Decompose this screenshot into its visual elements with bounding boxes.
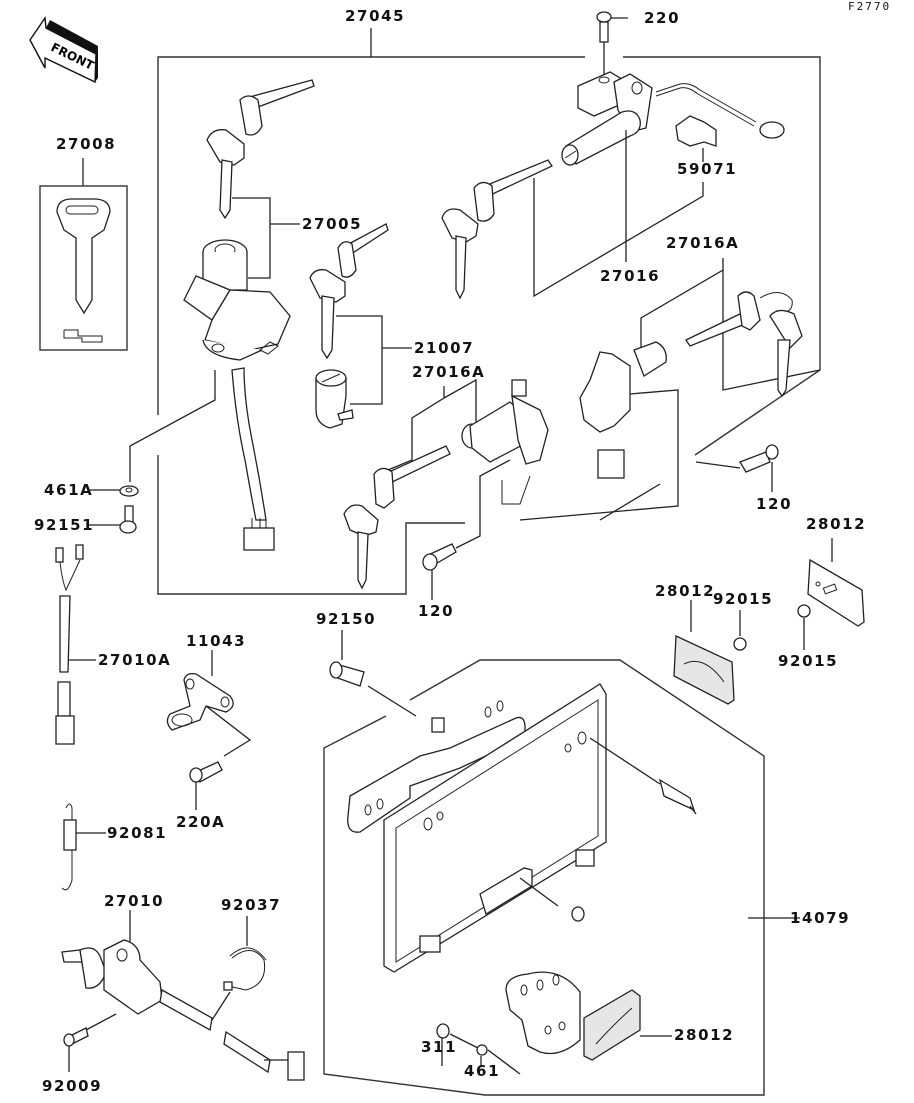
ignition-switch-27005 (183, 239, 291, 551)
label-27005: 27005 (302, 215, 363, 233)
seat-lock-27016 (533, 11, 785, 298)
bolt-92151 (88, 505, 137, 534)
label-27016: 27016 (600, 267, 661, 285)
label-21007: 21007 (414, 339, 475, 357)
nut-311 (436, 1023, 479, 1066)
label-59071: 59071 (677, 160, 738, 178)
switch-27010 (61, 910, 305, 1081)
screw-92009 (63, 1013, 117, 1072)
label-27016A-left: 27016A (412, 363, 486, 381)
bolt-120-right (695, 444, 779, 492)
label-120-right: 120 (756, 495, 793, 513)
label-311: 311 (421, 1038, 458, 1056)
helmet-lock-27016A-left (343, 378, 549, 590)
label-461A: 461A (44, 481, 94, 499)
license-bracket-14079 (323, 659, 800, 1096)
label-27010A: 27010A (98, 651, 172, 669)
key-pair-27016 (441, 159, 553, 300)
label-461: 461 (464, 1062, 501, 1080)
key-pair-27005 (206, 79, 315, 279)
front-arrow-icon: FRONT (29, 16, 98, 84)
label-27016A-right: 27016A (666, 234, 740, 252)
label-11043: 11043 (186, 632, 247, 650)
label-28012-bottom: 28012 (674, 1026, 735, 1044)
spring-92081 (61, 803, 106, 891)
label-92151: 92151 (34, 516, 95, 534)
bolt-120-left (422, 543, 457, 600)
label-92009: 92009 (42, 1077, 103, 1095)
label-27008: 27008 (56, 135, 117, 153)
nut-92015-right (797, 604, 811, 650)
clamp-92037 (211, 916, 267, 1021)
blank-key-27008 (39, 158, 128, 351)
label-220: 220 (644, 9, 681, 27)
washer-461A (88, 485, 139, 497)
label-92015-right: 92015 (778, 652, 839, 670)
leader-461A (129, 370, 216, 482)
label-28012-mid: 28012 (655, 582, 716, 600)
assembly-frame-27045 (157, 28, 821, 595)
label-27010: 27010 (104, 892, 165, 910)
reflector-28012-bottom (583, 989, 672, 1061)
bracket-11043 (166, 650, 252, 810)
reflector-28012-top (807, 538, 865, 627)
label-92081: 92081 (107, 824, 168, 842)
label-120-left: 120 (418, 602, 455, 620)
helmet-lock-27016A-right (519, 258, 821, 521)
bolt-92150 (329, 630, 417, 717)
label-220A: 220A (176, 813, 226, 831)
label-27045: 27045 (345, 7, 406, 25)
label-92015-mid: 92015 (713, 590, 774, 608)
nut-92015-mid (733, 610, 747, 651)
label-92150: 92150 (316, 610, 377, 628)
figure-id: F2770 (848, 0, 892, 13)
label-28012-top: 28012 (806, 515, 867, 533)
label-92037: 92037 (221, 896, 282, 914)
reflector-28012-mid (673, 600, 735, 705)
lock-cylinder-21007 (309, 223, 412, 429)
brake-switch-27010A (55, 544, 96, 745)
label-14079: 14079 (790, 909, 851, 927)
washer-461 (476, 1044, 521, 1075)
